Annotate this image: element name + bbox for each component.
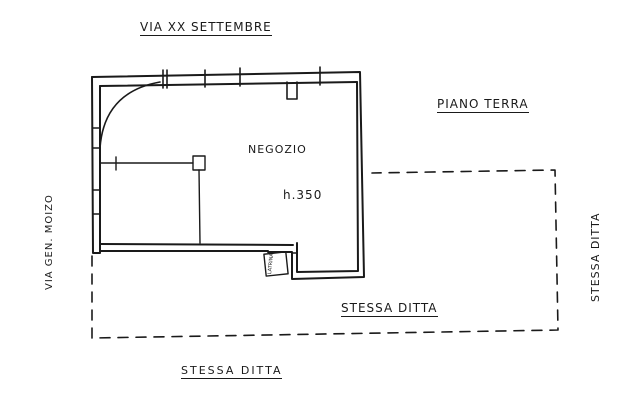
neighbor-label-bottom: STESSA DITTA xyxy=(181,364,283,379)
ceiling-height-label: h.350 xyxy=(283,188,323,202)
floor-label: PIANO TERRA xyxy=(437,97,529,113)
wall-openings-top xyxy=(162,66,321,89)
street-label-left: VIA GEN. MOIZO xyxy=(44,194,55,290)
neighbor-label-right: STESSA DITTA xyxy=(589,212,602,302)
neighbor-label-inner: STESSA DITTA xyxy=(341,301,438,317)
neighbor-boundary xyxy=(91,169,559,339)
wall-openings-left xyxy=(92,127,101,215)
street-label-top: VIA XX SETTEMBRE xyxy=(140,20,272,36)
toilet-room xyxy=(263,251,298,277)
room-label: NEGOZIO xyxy=(248,143,307,156)
outer-walls xyxy=(91,71,365,280)
curved-wall xyxy=(99,81,161,149)
pillar-notch xyxy=(286,81,298,100)
interior-partitions xyxy=(99,155,206,244)
